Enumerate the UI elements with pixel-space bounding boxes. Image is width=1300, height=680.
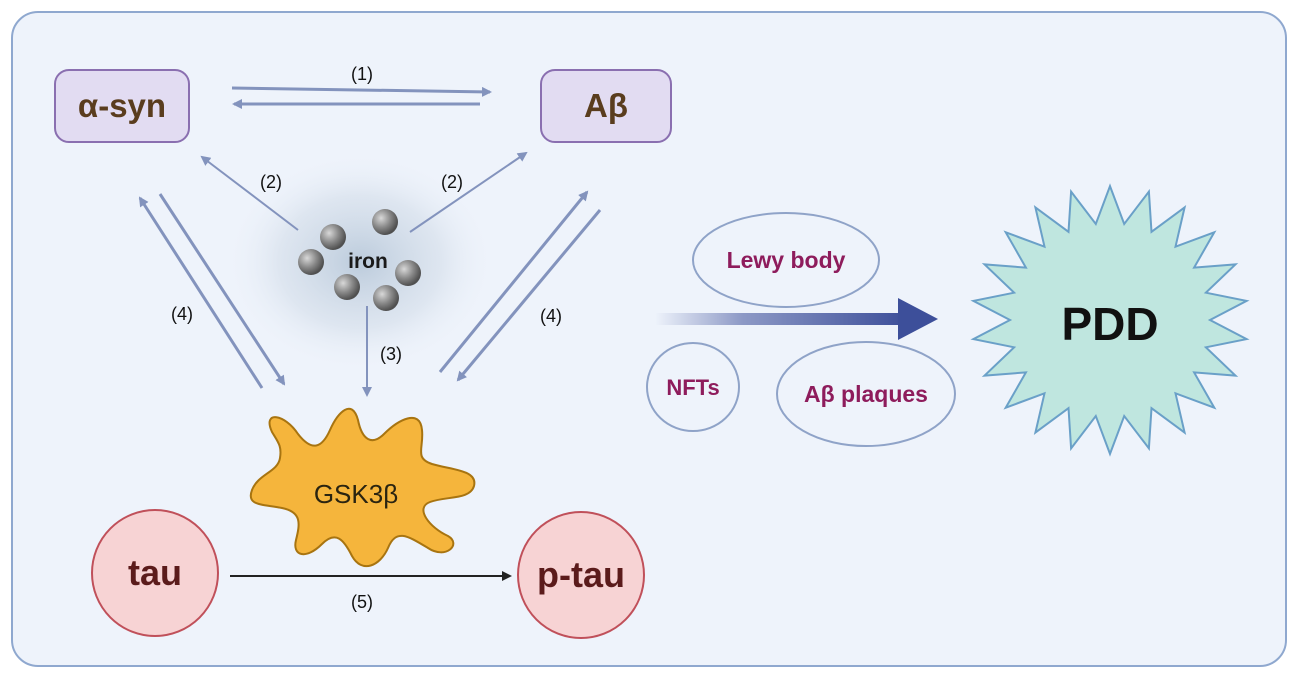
node-nfts: NFTs bbox=[646, 342, 740, 432]
arrow-2-left bbox=[200, 155, 299, 231]
iron-particle bbox=[298, 249, 324, 275]
iron-particle bbox=[320, 224, 346, 250]
arrow-label-1: (1) bbox=[351, 64, 373, 84]
node-gsk3b-label: GSK3β bbox=[314, 479, 398, 509]
node-pdd-label: PDD bbox=[1061, 298, 1158, 350]
arrow-4-right-down bbox=[456, 209, 602, 382]
iron-particle bbox=[373, 285, 399, 311]
node-tau: tau bbox=[91, 509, 219, 637]
node-alpha-syn: α-syn bbox=[54, 69, 190, 143]
node-abeta-plaques: Aβ plaques bbox=[776, 341, 956, 447]
node-p-tau-label: p-tau bbox=[537, 554, 625, 595]
node-lewy-body-label: Lewy body bbox=[727, 247, 846, 273]
arrow-4-left-down bbox=[158, 193, 286, 386]
node-p-tau: p-tau bbox=[517, 511, 645, 639]
node-iron-label: iron bbox=[348, 250, 388, 273]
arrow-to-pdd bbox=[655, 298, 938, 340]
arrow-label-4-left: (4) bbox=[171, 304, 193, 324]
iron-glow bbox=[225, 152, 495, 372]
arrow-1-forward bbox=[231, 86, 492, 97]
node-abeta-label: Aβ bbox=[584, 87, 628, 124]
arrow-label-4-right: (4) bbox=[540, 306, 562, 326]
arrow-label-3: (3) bbox=[380, 344, 402, 364]
node-abeta: Aβ bbox=[540, 69, 672, 143]
iron-particle bbox=[372, 209, 398, 235]
iron-particles bbox=[298, 209, 421, 311]
arrow-2-right bbox=[409, 151, 528, 233]
node-tau-label: tau bbox=[128, 552, 182, 593]
iron-particle bbox=[334, 274, 360, 300]
node-alpha-syn-label: α-syn bbox=[78, 87, 166, 124]
node-nfts-label: NFTs bbox=[666, 375, 719, 400]
node-gsk3b: GSK3β bbox=[249, 407, 476, 568]
node-pdd: PDD bbox=[970, 183, 1250, 457]
arrow-label-5: (5) bbox=[351, 592, 373, 612]
arrow-label-2-right: (2) bbox=[441, 172, 463, 192]
iron-particle bbox=[395, 260, 421, 286]
arrow-label-2-left: (2) bbox=[260, 172, 282, 192]
node-lewy-body: Lewy body bbox=[692, 212, 880, 308]
arrow-4-left-up bbox=[138, 196, 264, 389]
arrow-4-right-up bbox=[438, 190, 589, 373]
node-abeta-plaques-label: Aβ plaques bbox=[804, 381, 928, 407]
